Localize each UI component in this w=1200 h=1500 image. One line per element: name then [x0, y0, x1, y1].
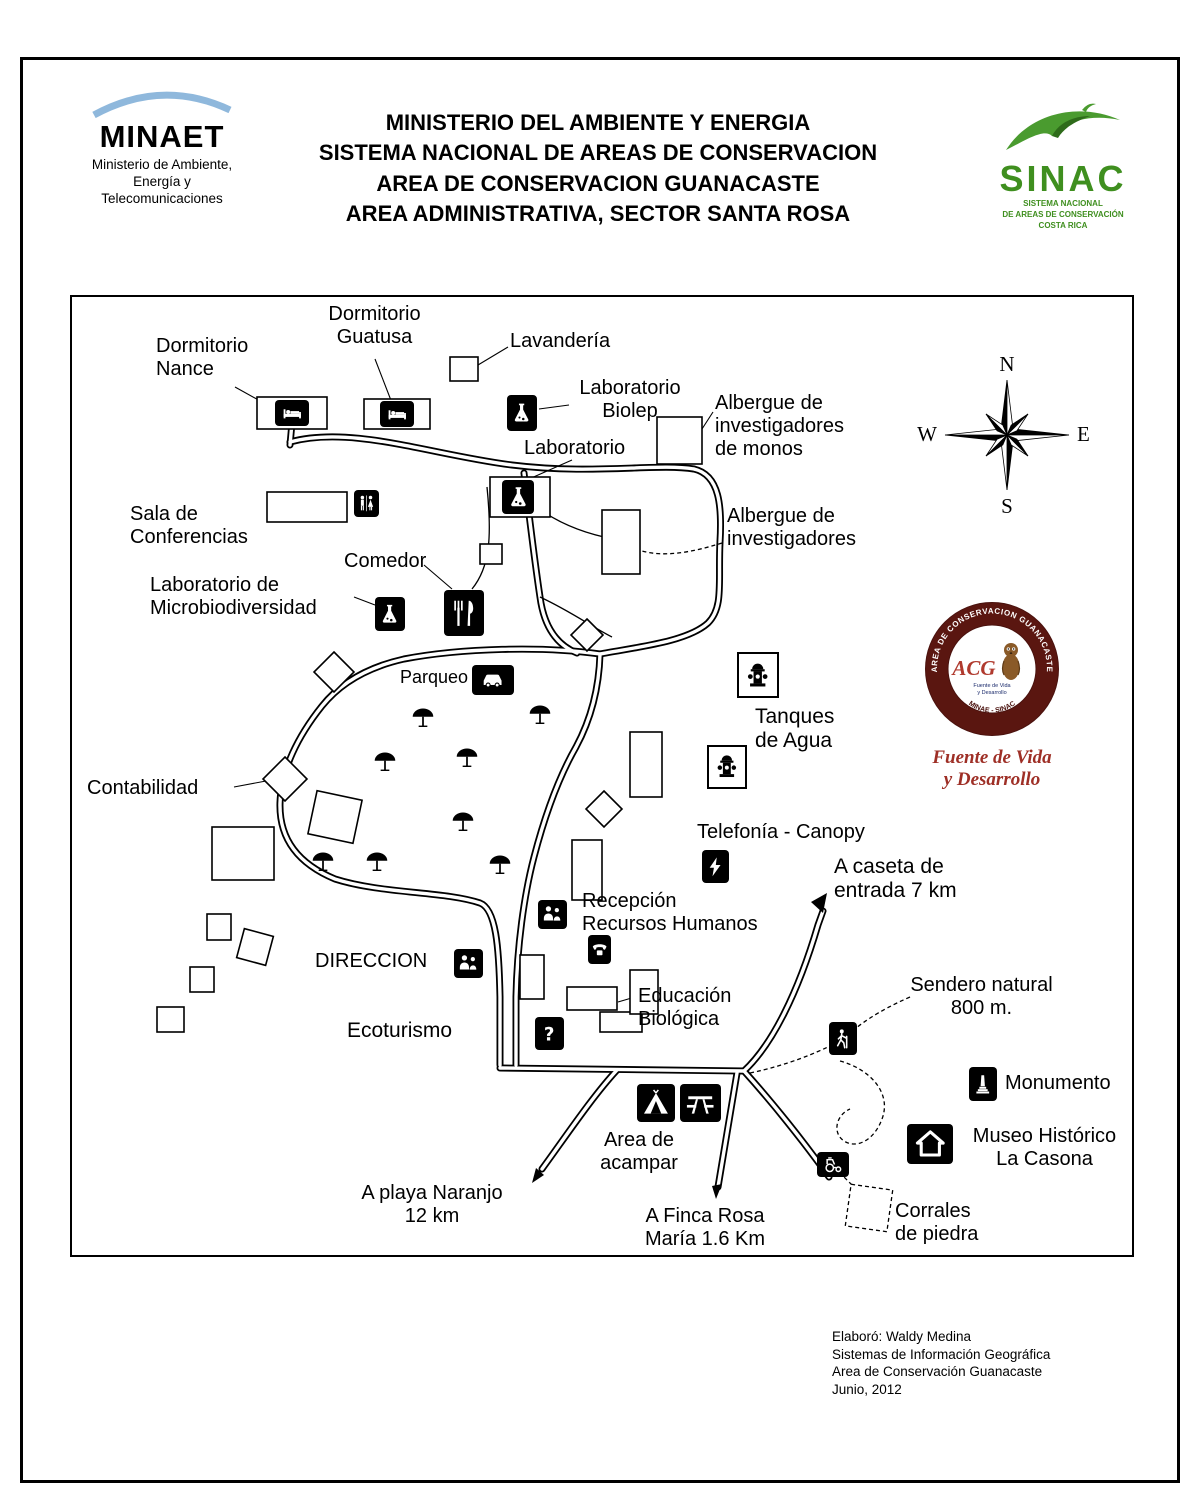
bed-icon [275, 400, 309, 426]
seal-tagline-1: Fuente de Vida [973, 683, 1011, 689]
sinac-swoosh-icon [1006, 103, 1120, 150]
water-hydrant-icon [737, 652, 779, 698]
trails-layer [641, 542, 911, 1233]
seal-acg-text: ACG [950, 656, 995, 680]
restaurant-icon [444, 590, 484, 636]
label-contabilidad: Contabilidad [87, 777, 199, 799]
lightning-bolt-icon [702, 850, 729, 883]
parking-car-icon [472, 665, 514, 695]
label-educacion-biologica: Educación Biológica [638, 985, 732, 1030]
laboratory-flask-icon [375, 597, 405, 631]
hiking-trail-icon [829, 1022, 857, 1055]
compass-e: E [1077, 422, 1090, 446]
label-caseta-entrada: A caseta de entrada 7 km [834, 855, 957, 903]
title-line-3: AREA DE CONSERVACION GUANACASTE [376, 170, 820, 196]
label-laboratorio-microbiodiversidad: Laboratorio de Microbiodiversidad [150, 574, 317, 619]
label-tanques-de-agua: Tanques de Agua [755, 705, 835, 753]
acg-seal: AREA DE CONSERVACION GUANACASTE ACG Fuen… [925, 602, 1059, 736]
compass-w: W [917, 422, 937, 446]
label-monumento: Monumento [1005, 1072, 1111, 1094]
monument-icon [969, 1067, 997, 1101]
label-laboratorio: Laboratorio [524, 437, 626, 459]
label-dormitorio-guatusa: Dormitorio Guatusa [328, 303, 421, 348]
title-line-4: AREA ADMINISTRATIVA, SECTOR SANTA ROSA [345, 201, 851, 227]
reception-people-icon [538, 900, 567, 929]
minaet-subtitle: Ministerio de Ambiente, Energía y Teleco… [91, 157, 233, 206]
laboratory-flask-icon [502, 480, 534, 514]
direction-people-icon [454, 949, 483, 978]
label-a-finca-rosa-maria: A Finca Rosa María 1.6 Km [644, 1205, 766, 1250]
label-a-playa-naranjo: A playa Naranjo 12 km [361, 1182, 503, 1227]
label-ecoturismo: Ecoturismo [347, 1019, 453, 1042]
label-area-de-acampar: Area de acampar [600, 1129, 678, 1174]
minaet-name: MINAET [99, 119, 225, 154]
minaet-logo: MINAET Ministerio de Ambiente, Energía y… [62, 88, 262, 208]
title-line-2: SISTEMA NACIONAL DE AREAS DE CONSERVACIO… [318, 140, 878, 166]
road-arrows [532, 893, 827, 1199]
restroom-icon [354, 490, 379, 517]
label-dormitorio-nance: Dormitorio Nance [156, 335, 249, 380]
owl-icon [1001, 643, 1021, 680]
label-sendero-natural: Sendero natural 800 m. [910, 974, 1053, 1019]
tractor-icon [817, 1152, 849, 1177]
label-comedor: Comedor [344, 550, 427, 572]
label-museo-la-casona: Museo Histórico La Casona [972, 1125, 1117, 1170]
picnic-table-icon [680, 1084, 721, 1122]
sinac-subtitle: SISTEMA NACIONAL DE AREAS DE CONSERVACIÓ… [1002, 199, 1124, 230]
compass-s: S [1001, 494, 1013, 518]
label-recepcion-rrhh: Recepción Recursos Humanos [582, 890, 758, 935]
sinac-name: SINAC [999, 158, 1127, 199]
label-lavanderia: Lavandería [510, 330, 611, 352]
page-border [20, 57, 1180, 1483]
museum-house-icon [907, 1124, 953, 1164]
compass-n: N [999, 352, 1014, 376]
sinac-logo: SINAC SISTEMA NACIONAL DE AREAS DE CONSE… [978, 100, 1148, 231]
label-corrales-de-piedra: Corrales de piedra [895, 1200, 979, 1245]
page-title: MINISTERIO DEL AMBIENTE Y ENERGIA SISTEM… [258, 108, 938, 229]
bed-icon [380, 401, 414, 427]
label-direccion: DIRECCION [315, 950, 428, 972]
label-sala-conferencias: Sala de Conferencias [130, 503, 248, 548]
seal-script-text: Fuente de Vida y Desarrollo [932, 747, 1052, 790]
phone-icon [588, 935, 611, 964]
label-albergue-investigadores: Albergue de investigadores [727, 505, 856, 550]
laboratory-flask-icon [507, 395, 537, 431]
water-hydrant-icon [707, 745, 747, 789]
information-question-icon [535, 1017, 564, 1050]
label-albergue-monos: Albergue de investigadores de monos [715, 392, 844, 460]
campsite-tent-icon [637, 1084, 675, 1122]
label-laboratorio-biolep: Laboratorio Biolep [579, 377, 681, 422]
title-line-1: MINISTERIO DEL AMBIENTE Y ENERGIA [385, 110, 811, 135]
seal-tagline-2: y Desarrollo [977, 690, 1006, 696]
label-telefonia-canopy: Telefonía - Canopy [697, 821, 865, 843]
map-canvas: N S E W AREA DE CONSERVACION GUANACASTE … [70, 295, 1134, 1257]
trees-layer [312, 705, 551, 874]
credits: Elaboró: Waldy Medina Sistemas de Inform… [832, 1329, 1051, 1397]
label-parqueo: Parqueo [400, 667, 469, 687]
minaet-arc-icon [92, 91, 232, 119]
compass-rose: N S E W [917, 352, 1090, 518]
map-drawing: N S E W AREA DE CONSERVACION GUANACASTE … [156, 346, 1090, 1233]
